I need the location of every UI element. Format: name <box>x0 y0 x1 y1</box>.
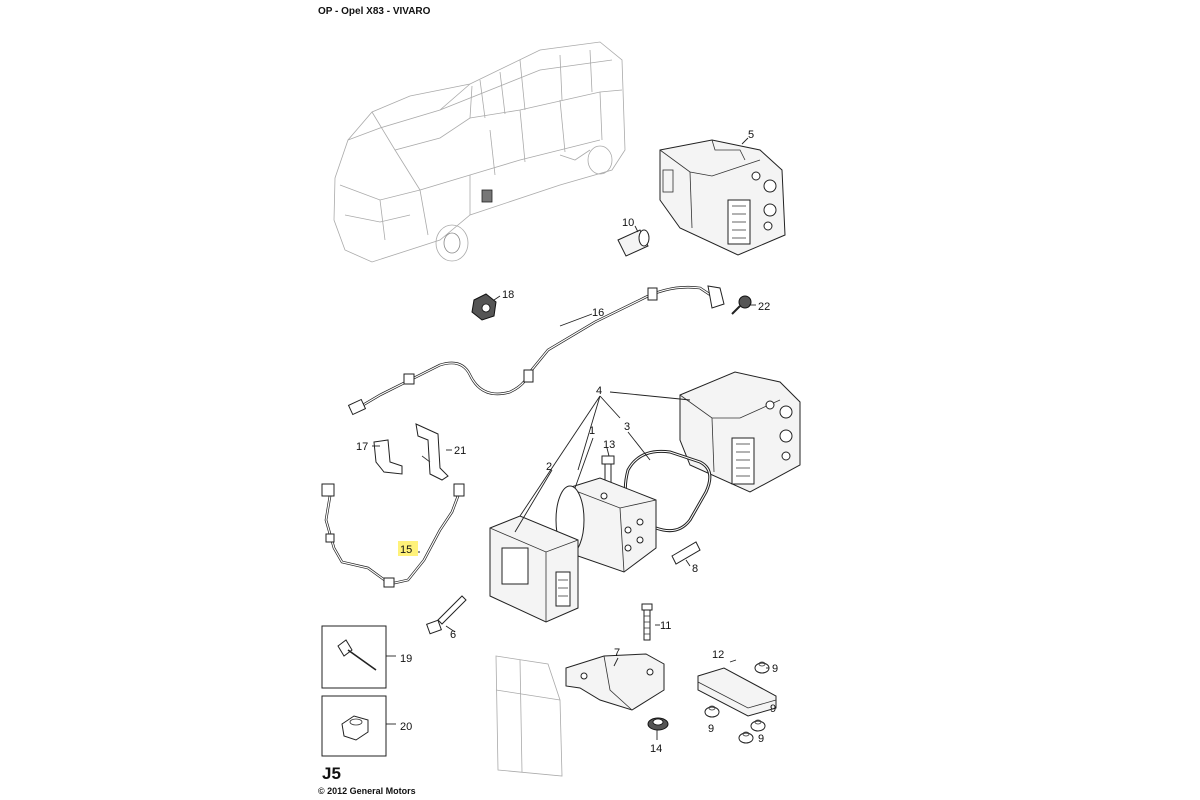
part-12-plate <box>697 667 777 717</box>
callout-13[interactable]: 13 <box>603 439 615 451</box>
callout-16[interactable]: 16 <box>592 307 604 319</box>
part-17-bracket <box>373 439 403 475</box>
callout-7[interactable]: 7 <box>614 647 620 659</box>
callout-3[interactable]: 3 <box>624 421 630 433</box>
callout-9-d[interactable]: 9 <box>758 733 764 745</box>
part-14-nut <box>647 717 669 731</box>
copyright: © 2012 General Motors <box>318 786 416 796</box>
part-5-abs-hydraulic-unit <box>659 139 786 256</box>
part-6-bolt <box>426 595 467 635</box>
part-19-box <box>321 625 387 689</box>
section-code: J5 <box>322 764 341 783</box>
callout-5[interactable]: 5 <box>748 129 754 141</box>
part-21-bracket <box>415 423 449 481</box>
part-2-control-unit <box>489 515 579 623</box>
part-4-abs-module-assembly <box>679 371 801 493</box>
part-16-wheel-speed-sensor-cable <box>347 285 725 416</box>
catalog-header: OP - Opel X83 - VIVARO <box>318 6 431 17</box>
part-7-mounting-bracket <box>565 653 665 711</box>
callout-12[interactable]: 12 <box>712 649 724 661</box>
part-10-sleeve <box>617 229 650 257</box>
housing-ghost-outline <box>495 655 563 777</box>
callout-22[interactable]: 22 <box>758 301 770 313</box>
callout-4[interactable]: 4 <box>596 385 602 397</box>
callout-14[interactable]: 14 <box>650 743 662 755</box>
part-15-wheel-speed-sensor-cable <box>321 483 465 588</box>
callout-17[interactable]: 17 <box>356 441 368 453</box>
callout-9-c[interactable]: 9 <box>770 703 776 715</box>
callout-18[interactable]: 18 <box>502 289 514 301</box>
callout-9-b[interactable]: 9 <box>708 723 714 735</box>
callout-20[interactable]: 20 <box>400 721 412 733</box>
callout-labels: 5 10 18 22 16 4 3 1 13 2 17 21 15 8 6 11… <box>356 129 778 755</box>
callout-1[interactable]: 1 <box>589 425 595 437</box>
part-8-pin <box>671 541 701 565</box>
part-22-screw <box>731 295 752 315</box>
callout-11[interactable]: 11 <box>660 620 671 632</box>
abs-location-marker <box>481 189 493 203</box>
callout-15-highlight <box>398 541 418 556</box>
callout-2[interactable]: 2 <box>546 461 552 473</box>
part-9-spacers <box>704 661 770 744</box>
callout-8[interactable]: 8 <box>692 563 698 575</box>
callout-6[interactable]: 6 <box>450 629 456 641</box>
callout-9-a[interactable]: 9 <box>772 663 778 675</box>
part-20-box <box>321 695 387 757</box>
callout-10[interactable]: 10 <box>622 217 634 229</box>
vehicle-illustration <box>333 41 626 263</box>
part-11-stud <box>641 603 653 641</box>
callout-21[interactable]: 21 <box>454 445 466 457</box>
callout-15[interactable]: 15 <box>400 544 412 556</box>
callout-19[interactable]: 19 <box>400 653 412 665</box>
part-18-clip <box>471 293 497 321</box>
